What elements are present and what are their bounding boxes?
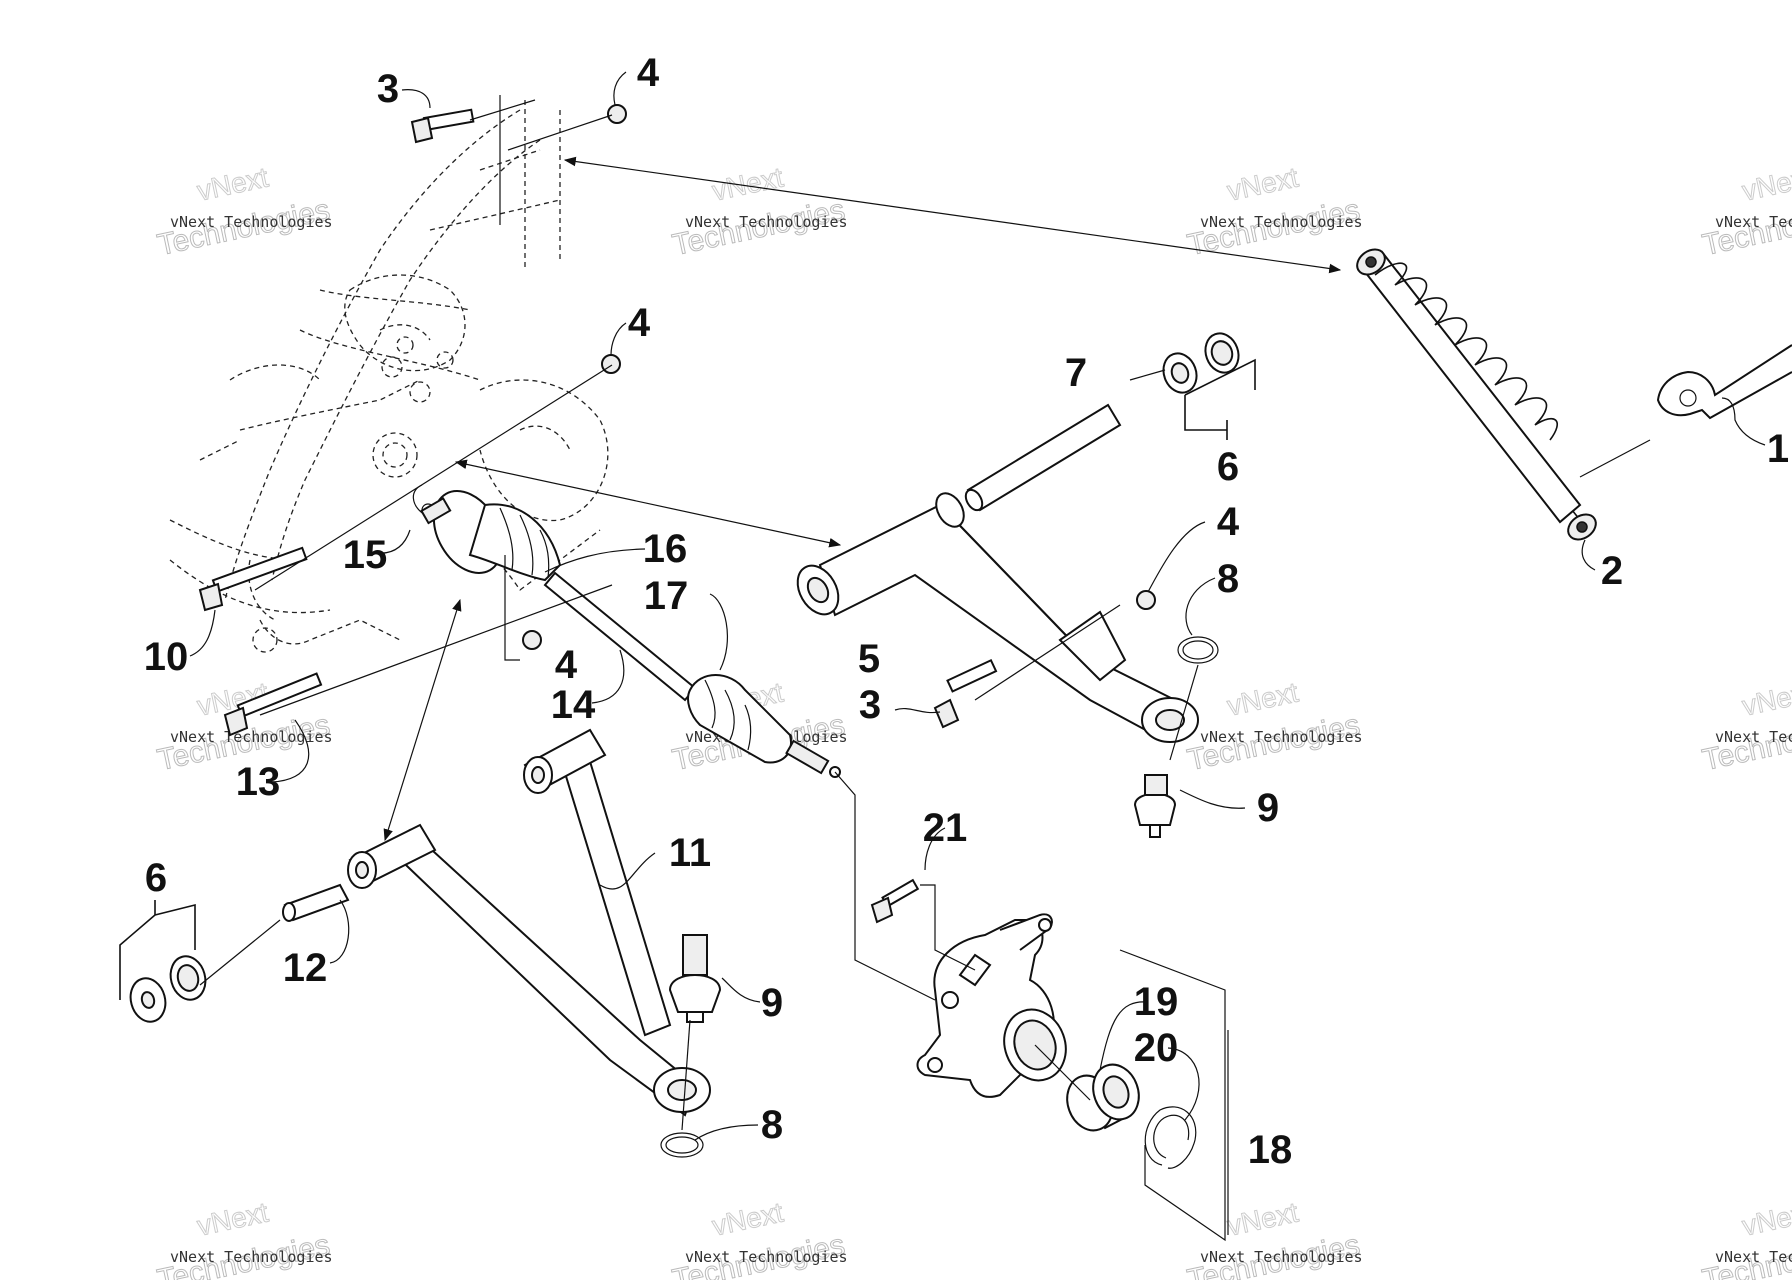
- part-6-bushings-upper: [1162, 332, 1256, 440]
- callout-7: 7: [1065, 351, 1087, 395]
- svg-text:vNext Technologies: vNext Technologies: [170, 1248, 333, 1266]
- watermark-tile: vNext Technologies vNext Technologies: [1184, 1196, 1363, 1280]
- part-3-bolt-top: [410, 108, 475, 144]
- callout-16: 16: [643, 527, 688, 571]
- callout-4: 4: [1217, 500, 1240, 544]
- part-1-spanner-wrench: [1656, 344, 1792, 420]
- callout-3: 3: [859, 683, 881, 727]
- watermark-tile: vNext Technologies vNext Technologies: [669, 161, 848, 263]
- alignment-lines: [199, 95, 1651, 1242]
- svg-text:vNext: vNext: [194, 161, 271, 206]
- part-20-snap-ring: [1144, 1106, 1197, 1169]
- svg-text:vNext: vNext: [1224, 161, 1301, 206]
- part-13-bolt: [223, 672, 323, 737]
- svg-text:vNext: vNext: [1224, 1196, 1301, 1241]
- svg-text:vNext Technologies: vNext Technologies: [685, 1248, 848, 1266]
- watermark-tile: vNext Technologies vNext Technologies: [1184, 676, 1363, 778]
- part-9-ball-joints: [668, 774, 1177, 1023]
- part-11-lower-a-arm: [347, 728, 711, 1117]
- callout-9: 9: [761, 981, 783, 1025]
- part-10-long-bolt: [198, 546, 308, 612]
- svg-text:vNext Technologies: vNext Technologies: [1200, 728, 1363, 746]
- callout-19: 19: [1134, 980, 1179, 1024]
- part-16-inner-cv-boot: [420, 490, 562, 582]
- svg-text:vNext Technologies: vNext Technologies: [1715, 1248, 1792, 1266]
- watermark-tile: vNext Technologies vNext Technologies: [154, 161, 333, 263]
- callout-1: 1: [1767, 427, 1789, 471]
- svg-text:vNext: vNext: [1739, 1196, 1792, 1241]
- callout-leaders: [189, 71, 1766, 1141]
- part-21-bolt: [870, 878, 920, 924]
- callout-20: 20: [1134, 1026, 1179, 1070]
- part-7-sleeve: [964, 403, 1122, 512]
- watermark-tile: vNext Technologies vNext Technologies: [669, 1196, 848, 1280]
- svg-text:vNext Technologies: vNext Technologies: [1715, 213, 1792, 231]
- callout-14: 14: [551, 683, 596, 727]
- watermarks: vNext Technologies vNext Technologies vN…: [154, 161, 1792, 1280]
- watermark-tile: vNext Technologies vNext Technologies: [154, 1196, 333, 1280]
- watermark-tile: vNext Technologies vNext Technologies: [1699, 676, 1792, 778]
- svg-text:vNext Technologies: vNext Technologies: [685, 213, 848, 231]
- callout-6: 6: [1217, 445, 1239, 489]
- svg-text:vNext Technologies: vNext Technologies: [1200, 213, 1363, 231]
- part-17-outer-cv-boot: [687, 674, 841, 778]
- watermark-tile: vNext Technologies vNext Technologies: [1699, 161, 1792, 263]
- part-6-bushings-lower: [119, 900, 207, 1023]
- svg-text:vNext: vNext: [709, 161, 786, 206]
- callout-numbers: 1 2 3 4 4 4 4 3 5 6 6 7 8 8 9 9 10 11 12…: [144, 51, 1789, 1172]
- callout-4: 4: [555, 643, 578, 687]
- callout-21: 21: [923, 806, 968, 850]
- callout-9: 9: [1257, 786, 1279, 830]
- callout-17: 17: [644, 574, 689, 618]
- callout-8: 8: [761, 1103, 783, 1147]
- watermark-tile: vNext Technologies vNext Technologies: [1184, 161, 1363, 263]
- callout-13: 13: [236, 760, 281, 804]
- watermark-tile: vNext Technologies vNext Technologies: [1699, 1196, 1792, 1280]
- svg-text:vNext: vNext: [709, 1196, 786, 1241]
- callout-6: 6: [145, 856, 167, 900]
- callout-15: 15: [343, 533, 388, 577]
- svg-text:vNext Technologies: vNext Technologies: [1200, 1248, 1363, 1266]
- callout-18: 18: [1248, 1128, 1293, 1172]
- svg-text:vNext: vNext: [1739, 676, 1792, 721]
- callout-8: 8: [1217, 557, 1239, 601]
- svg-text:vNext Technologies: vNext Technologies: [1715, 728, 1792, 746]
- svg-text:vNext Technologies: vNext Technologies: [170, 213, 333, 231]
- callout-11: 11: [669, 831, 711, 875]
- callout-4: 4: [637, 51, 660, 95]
- svg-text:vNext: vNext: [1224, 676, 1301, 721]
- part-2-shock-absorber: [1356, 248, 1597, 541]
- callout-10: 10: [144, 635, 189, 679]
- callout-3: 3: [377, 67, 399, 111]
- part-12-sleeve: [282, 883, 350, 922]
- part-8-snap-rings: [660, 636, 1219, 1158]
- callout-2: 2: [1601, 549, 1623, 593]
- svg-text:vNext Technologies: vNext Technologies: [170, 728, 333, 746]
- part-5-upper-a-arm: [796, 492, 1199, 743]
- svg-text:vNext: vNext: [1739, 161, 1792, 206]
- svg-text:vNext: vNext: [194, 1196, 271, 1241]
- callout-12: 12: [283, 946, 328, 990]
- callout-4: 4: [628, 301, 651, 345]
- part-18-knuckle: [916, 913, 1067, 1098]
- callout-5: 5: [858, 637, 880, 681]
- part-3-bolt-middle: [933, 658, 998, 729]
